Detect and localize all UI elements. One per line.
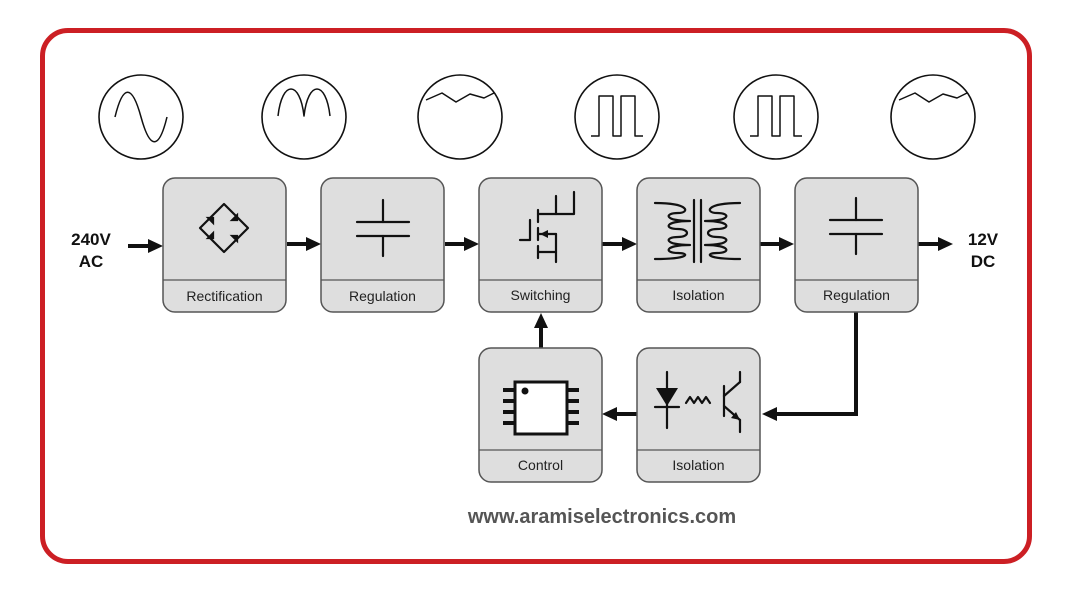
input-voltage-label: 240V (71, 230, 111, 249)
arrow-feedback-to-isolation (762, 312, 858, 421)
block-regulation-2: Regulation (794, 177, 919, 313)
output-type-label: DC (971, 252, 996, 271)
block-switching: Switching (478, 177, 603, 313)
input-type-label: AC (79, 252, 104, 271)
arrow-input-to-rectification (128, 239, 163, 253)
mosfet-icon (518, 190, 576, 264)
waveform-smoothed-dc-2 (890, 74, 976, 160)
arrow-switching-to-isolation (602, 237, 637, 251)
block-isolation-2: Isolation (636, 347, 761, 483)
block-label: Regulation (823, 287, 890, 303)
block-label: Switching (511, 287, 571, 303)
bridge-rectifier-icon (198, 202, 250, 254)
block-regulation-1: Regulation (320, 177, 445, 313)
block-isolation-1: Isolation (636, 177, 761, 313)
block-label: Control (518, 457, 563, 473)
block-control: Control (478, 347, 603, 483)
output-voltage-label: 12V (968, 230, 999, 249)
arrow-regulation-to-output (918, 237, 953, 251)
arrow-isolation-to-regulation (760, 237, 794, 251)
waveform-sine (98, 74, 184, 160)
arrow-regulation-to-switching (445, 237, 479, 251)
optocoupler-icon (653, 370, 742, 434)
ic-chip-icon (503, 380, 579, 436)
arrow-rectification-to-regulation (287, 237, 321, 251)
waveform-square-2 (733, 74, 819, 160)
arrow-isolation-to-control (602, 407, 637, 421)
block-label: Regulation (349, 288, 416, 304)
block-label: Isolation (672, 457, 724, 473)
website-watermark: www.aramiselectronics.com (467, 506, 736, 528)
waveform-full-wave-rectified (261, 74, 347, 160)
arrow-control-to-switching (534, 313, 548, 348)
transformer-icon (653, 198, 742, 264)
block-label: Isolation (672, 287, 724, 303)
block-label: Rectification (186, 288, 262, 304)
waveform-smoothed-dc-1 (417, 74, 503, 160)
block-rectification: Rectification (162, 177, 287, 313)
waveform-square-1 (574, 74, 660, 160)
